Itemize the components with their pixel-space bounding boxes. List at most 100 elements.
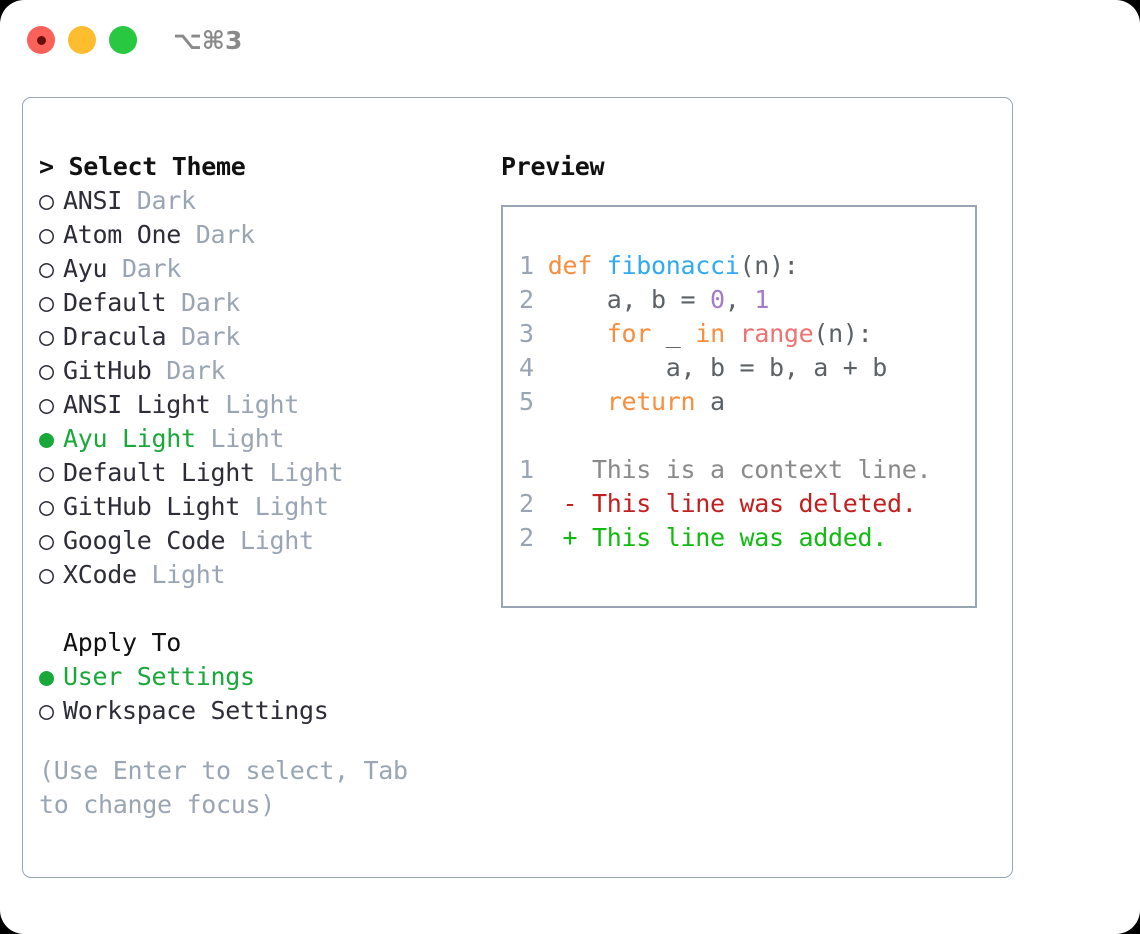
code-token: _: [651, 319, 696, 348]
radio-unselected-icon: ○: [39, 458, 54, 487]
theme-option-variant: Light: [195, 424, 285, 453]
radio-unselected-icon: ○: [39, 322, 54, 351]
theme-option-github[interactable]: ○ GitHub Dark: [39, 354, 489, 388]
theme-option-xcode[interactable]: ○ XCode Light: [39, 558, 489, 592]
minimize-window-button[interactable]: [68, 26, 96, 54]
keyboard-shortcut-label: ⌥⌘3: [173, 25, 243, 55]
theme-option-variant: Dark: [107, 254, 182, 283]
theme-option-ayu[interactable]: ○ Ayu Dark: [39, 252, 489, 286]
select-theme-header: > Select Theme: [39, 152, 246, 181]
theme-option-label: XCode: [63, 560, 137, 589]
theme-option-ansi-light[interactable]: ○ANSI Light Light: [39, 388, 489, 422]
theme-option-variant: Light: [136, 560, 226, 589]
preview-column: Preview 1 def fibonacci(n):2 a, b = 0, 1…: [501, 150, 1001, 608]
code-token: a: [695, 387, 725, 416]
title-bar: ⌥⌘3: [0, 0, 1140, 80]
radio-unselected-icon: ○: [39, 356, 54, 385]
theme-picker-column: > Select Theme ○ANSI Dark○Atom One Dark○…: [39, 150, 489, 822]
radio-unselected-icon: ○: [39, 492, 54, 521]
radio-unselected-icon: ○: [39, 390, 54, 419]
line-number: 2: [519, 523, 534, 552]
code-token: a, b = b, a + b: [547, 353, 888, 382]
code-token: [725, 319, 740, 348]
code-token: in: [695, 319, 725, 348]
radio-unselected-icon: ○: [39, 186, 54, 215]
code-token: fibonacci: [606, 251, 740, 280]
code-line: 2 a, b = 0, 1: [519, 283, 931, 317]
line-number: 4: [519, 353, 534, 382]
theme-option-default-light[interactable]: ○ Default Light Light: [39, 456, 489, 490]
theme-option-google-code[interactable]: ○ Google Code Light: [39, 524, 489, 558]
code-blank-line: [519, 419, 931, 453]
theme-option-variant: Dark: [181, 220, 255, 249]
diff-line-ctx: 1 This is a context line.: [519, 453, 932, 487]
line-number: 1: [519, 251, 534, 280]
code-token: a, b =: [547, 285, 711, 314]
code-token: (n):: [813, 319, 873, 348]
close-window-button[interactable]: [27, 26, 55, 54]
theme-option-label: GitHub: [63, 356, 152, 385]
theme-option-label: Google Code: [63, 526, 226, 555]
keyboard-hint-text: (Use Enter to select, Tab to change focu…: [39, 756, 408, 819]
radio-selected-icon: ●: [39, 424, 54, 453]
theme-option-label: Dracula: [63, 322, 167, 351]
theme-option-variant: Light: [240, 492, 329, 521]
code-token: for: [606, 319, 652, 348]
main-panel: > Select Theme ○ANSI Dark○Atom One Dark○…: [22, 97, 1013, 878]
theme-option-dracula[interactable]: ○ Dracula Dark: [39, 320, 489, 354]
zoom-window-button[interactable]: [109, 26, 137, 54]
diff-marker: -: [562, 489, 593, 518]
code-token: def: [547, 251, 607, 280]
theme-option-label: Ayu Light: [63, 424, 196, 453]
theme-option-variant: Dark: [166, 322, 241, 351]
theme-list: ○ ANSI Dark ○ Atom One Dark ○ Ayu Dark ○ Defaul…: [39, 184, 489, 592]
theme-option-variant: Dark: [122, 186, 196, 215]
apply-to-header: Apply To: [63, 628, 182, 657]
diff-marker: [563, 455, 593, 484]
theme-option-ayu-light[interactable]: ● Ayu Light Light: [39, 422, 489, 456]
theme-option-variant: Light: [225, 526, 314, 555]
apply-to-option-label: Workspace Settings: [63, 696, 329, 725]
line-number: 2: [519, 285, 534, 314]
theme-option-atom-one[interactable]: ○ Atom One Dark: [39, 218, 489, 252]
theme-option-variant: Light: [254, 458, 344, 487]
theme-option-github-light[interactable]: ○ GitHub Light Light: [39, 490, 489, 524]
diff-line-add: 2 + This line was added.: [519, 521, 931, 555]
theme-option-label: Atom One: [63, 220, 182, 249]
code-token: ,: [724, 285, 755, 314]
theme-option-default[interactable]: ○ Default Dark: [39, 286, 489, 320]
theme-option-variant: Dark: [151, 356, 226, 385]
radio-unselected-icon: ○: [39, 560, 54, 589]
code-token: (n):: [739, 251, 799, 280]
theme-option-label: Default: [63, 288, 167, 317]
theme-option-label: ANSI: [63, 186, 123, 215]
theme-option-label: GitHub Light: [63, 492, 241, 521]
code-token: [548, 387, 607, 416]
radio-unselected-icon: ○: [39, 696, 54, 725]
radio-unselected-icon: ○: [39, 220, 54, 249]
line-number: 5: [519, 387, 534, 416]
preview-header: Preview: [501, 152, 605, 181]
theme-option-label: Ayu: [63, 254, 108, 283]
diff-marker: +: [562, 523, 593, 552]
code-line: 5 return a: [519, 385, 931, 419]
code-token: [548, 319, 607, 348]
apply-to-option-workspace-settings[interactable]: ○ Workspace Settings: [39, 694, 489, 728]
radio-selected-icon: ●: [39, 662, 54, 691]
theme-option-label: Default Light: [63, 458, 255, 487]
code-line: 1 def fibonacci(n):: [519, 249, 931, 283]
theme-option-ansi[interactable]: ○ ANSI Dark: [39, 184, 489, 218]
diff-line-del: 2 - This line was deleted.: [519, 487, 931, 521]
code-token: 0: [710, 285, 725, 314]
apply-to-option-user-settings[interactable]: ●User Settings: [39, 660, 489, 694]
radio-unselected-icon: ○: [39, 288, 54, 317]
code-token: 1: [754, 285, 770, 314]
code-line: 3 for _ in range(n):: [519, 317, 931, 351]
diff-text: This line was deleted.: [592, 489, 917, 518]
line-number: 3: [519, 319, 534, 348]
radio-unselected-icon: ○: [39, 526, 54, 555]
theme-option-variant: Dark: [166, 288, 241, 317]
radio-unselected-icon: ○: [39, 254, 54, 283]
line-number: 1: [519, 455, 534, 484]
